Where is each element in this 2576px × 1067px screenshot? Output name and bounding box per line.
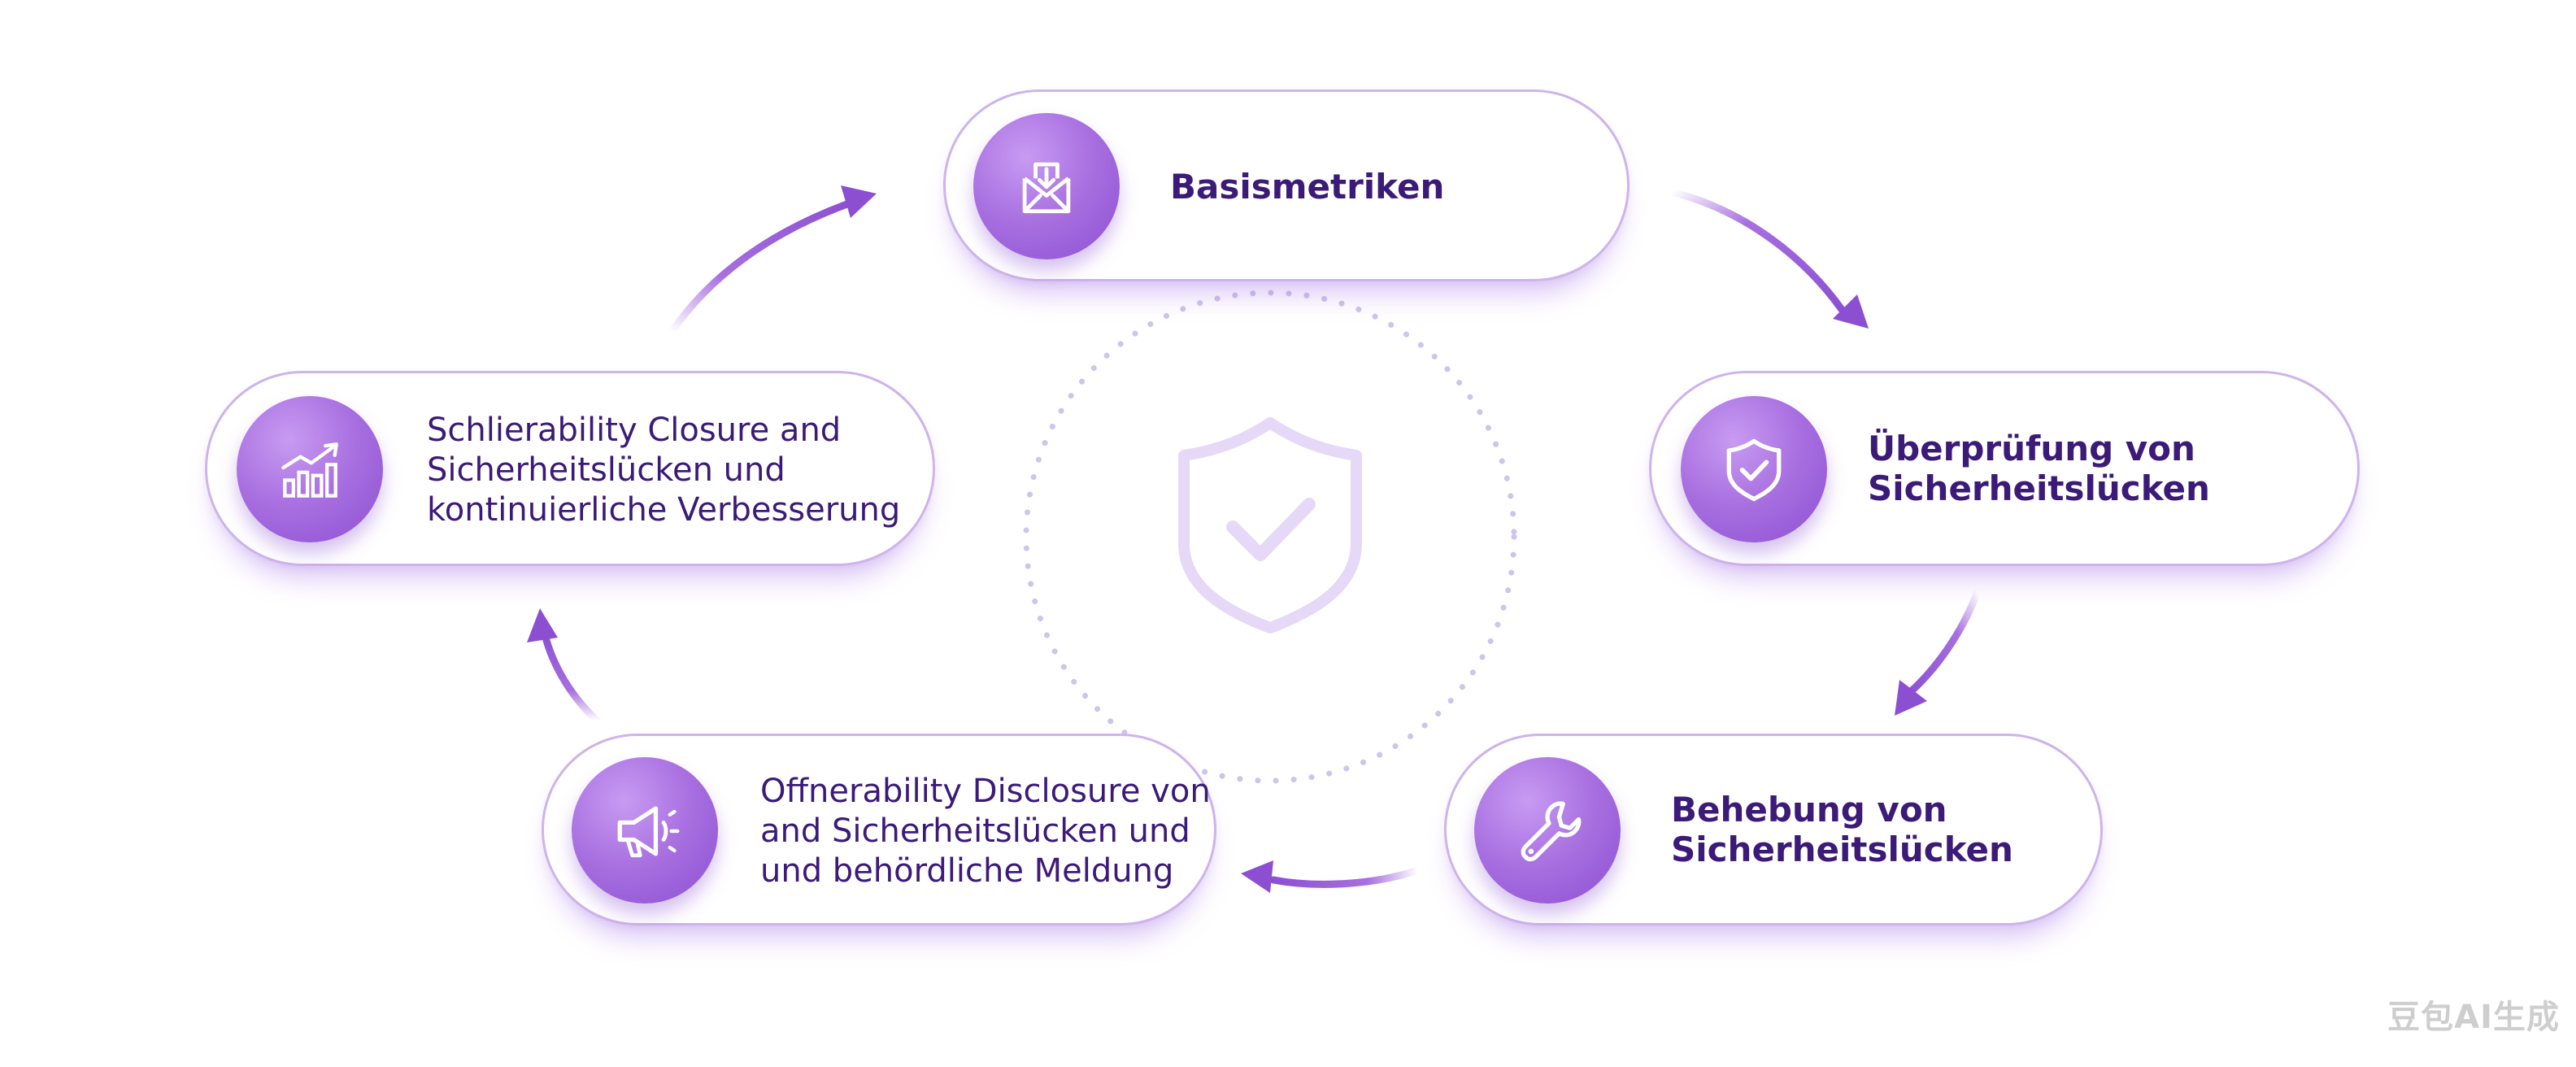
- step-behebung: Behebung von Sicherheitslücken: [1444, 734, 2103, 925]
- step-icon-badge: [237, 396, 383, 542]
- step-label: Offnerability Disclosure von and Sicherh…: [760, 773, 1211, 890]
- step-label: Überprüfung von Sicherheitslücken: [1868, 429, 2210, 508]
- step-icon-badge: [1474, 757, 1621, 904]
- step-icon-badge: [1681, 396, 1827, 542]
- step-basismetriken: Basismetriken: [943, 89, 1630, 281]
- shield-check-icon: [1726, 438, 1782, 502]
- arrow-closure-to-basismetriken: [668, 185, 877, 336]
- step-disclosure: Offnerability Disclosure von and Sicherh…: [542, 734, 1216, 925]
- step-closure: Schlierability Closure and Sicherheitslü…: [205, 371, 935, 566]
- bar-chart-trend-icon: [281, 442, 338, 498]
- step-label: Schlierability Closure and Sicherheitslü…: [427, 412, 901, 529]
- watermark: 豆包AI生成: [2387, 999, 2560, 1036]
- step-icon-badge: [572, 757, 718, 904]
- center-shield-icon: [1178, 417, 1362, 634]
- arrow-behebung-to-disclosure: [1241, 860, 1422, 893]
- arrow-ueberpruefung-to-behebung: [1895, 588, 1982, 716]
- step-ueberpruefung: Überprüfung von Sicherheitslücken: [1649, 371, 2360, 566]
- step-label: Behebung von Sicherheitslücken: [1671, 790, 2013, 869]
- megaphone-icon: [617, 806, 680, 858]
- step-icon-badge: [973, 113, 1120, 259]
- arrow-disclosure-to-closure: [527, 608, 601, 725]
- arrow-basismetriken-to-ueberpruefung: [1668, 188, 1869, 329]
- step-label: Basismetriken: [1170, 167, 1445, 207]
- dotted-ring: [1023, 290, 1517, 784]
- envelope-download-icon: [1022, 162, 1071, 214]
- wrench-icon: [1521, 801, 1582, 862]
